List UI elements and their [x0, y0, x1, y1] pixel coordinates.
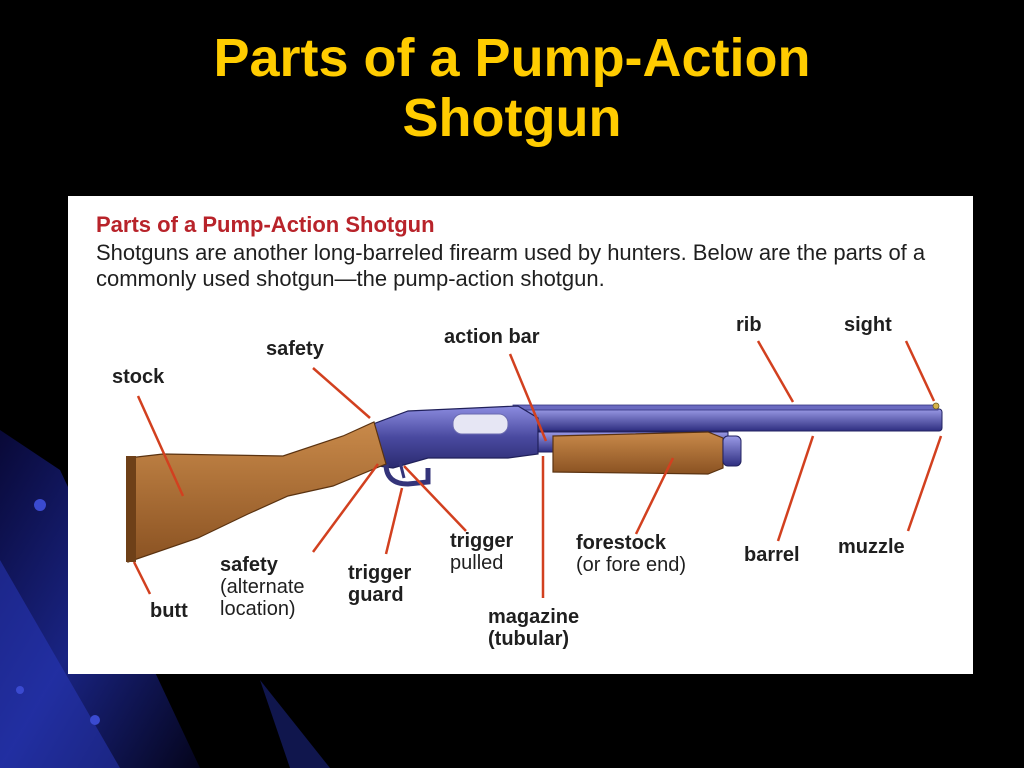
- label-sight: sight: [844, 314, 892, 336]
- panel-description: Shotguns are another long-barreled firea…: [96, 240, 926, 291]
- panel-heading: Parts of a Pump-Action Shotgun: [96, 212, 435, 237]
- label-trigger-pulled: trigger pulled: [450, 530, 514, 574]
- diagram-panel: Parts of a Pump-Action Shotgun Shotguns …: [68, 196, 973, 674]
- leader-sight: [904, 340, 936, 402]
- trigger-guard-shape: [383, 463, 431, 487]
- leader-rib: [756, 340, 795, 403]
- label-forestock: forestock (or fore end): [576, 532, 687, 576]
- sight-shape: [932, 402, 940, 410]
- leader-trigger-pulled: [403, 465, 467, 532]
- leader-butt: [132, 561, 152, 595]
- label-rib: rib: [736, 314, 762, 336]
- leader-muzzle: [906, 435, 943, 532]
- forestock-shape: [552, 431, 724, 475]
- ejection-port-shape: [452, 413, 509, 435]
- label-barrel: barrel: [744, 544, 800, 566]
- leader-safety: [312, 367, 371, 419]
- leader-forestock: [634, 457, 675, 535]
- shotgun-diagram: [126, 340, 943, 598]
- slide-title-line-2: Shotgun: [402, 88, 622, 148]
- slide-title-line-1: Parts of a Pump-Action: [213, 28, 811, 88]
- leader-action-bar: [508, 353, 548, 442]
- label-action-bar: action bar: [444, 326, 540, 348]
- leader-barrel: [776, 435, 815, 542]
- slide-title: Parts of a Pump-Action Shotgun: [0, 28, 1024, 148]
- leader-trigger-guard: [384, 487, 404, 555]
- leader-lines: [132, 340, 943, 598]
- receiver-shape: [372, 405, 539, 469]
- rib-shape: [512, 404, 939, 411]
- label-muzzle: muzzle: [838, 536, 905, 558]
- label-magazine: magazine (tubular): [488, 606, 580, 650]
- label-stock: stock: [112, 366, 165, 388]
- butt-pad-shape: [126, 456, 136, 562]
- leader-safety-alt: [311, 463, 380, 553]
- label-trigger-guard: trigger guard: [348, 562, 412, 606]
- label-safety-alternate: safety (alternate location): [220, 554, 305, 620]
- forestock-cap-shape: [722, 435, 742, 467]
- stock-shape: [127, 421, 387, 563]
- trigger-shape: [398, 461, 406, 479]
- label-butt: butt: [150, 600, 188, 622]
- label-safety: safety: [266, 338, 324, 360]
- leader-stock: [136, 395, 185, 497]
- barrel-shape: [507, 408, 943, 432]
